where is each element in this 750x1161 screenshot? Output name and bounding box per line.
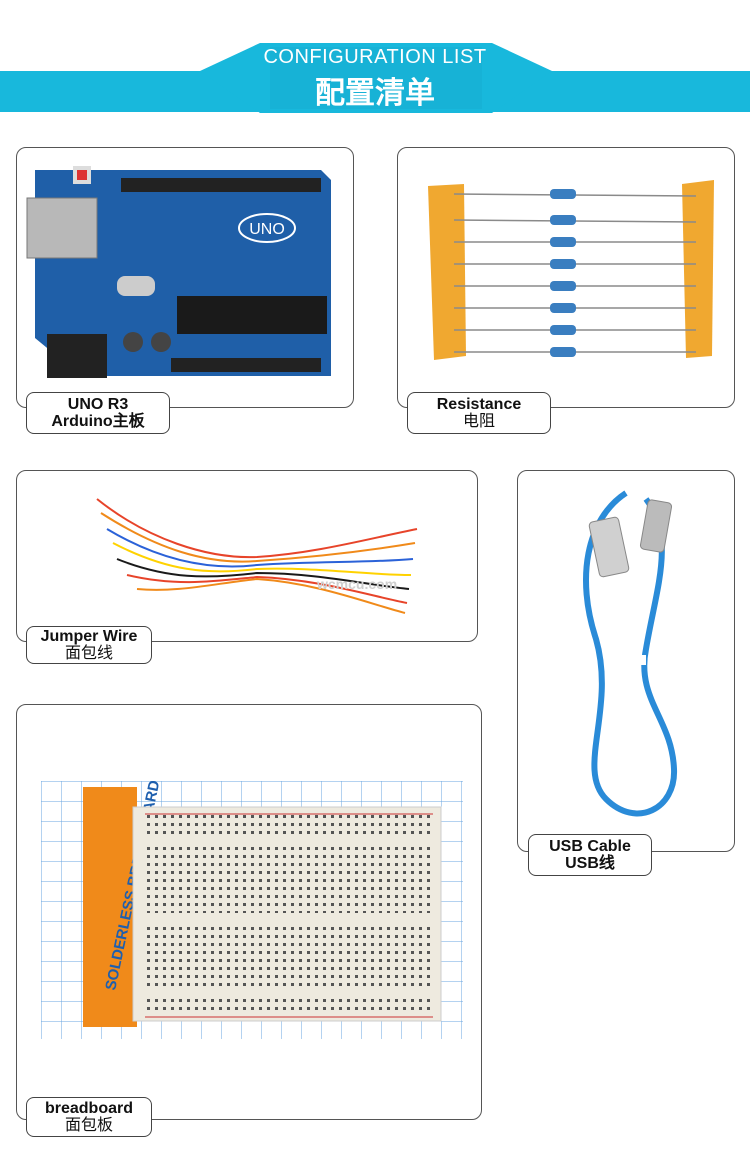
label-resistance: Resistance 电阻 bbox=[407, 392, 551, 434]
usb-cable-photo bbox=[556, 479, 702, 835]
watermark-text: wcmcu.com bbox=[316, 576, 397, 592]
label-usb-en: USB Cable bbox=[549, 838, 631, 855]
card-usb bbox=[517, 470, 735, 852]
label-jumper-en: Jumper Wire bbox=[40, 628, 138, 645]
label-usb: USB Cable USB线 bbox=[528, 834, 652, 876]
label-uno: UNO R3 Arduino主板 bbox=[26, 392, 170, 434]
card-uno: UNO bbox=[16, 147, 354, 408]
card-resistance bbox=[397, 147, 735, 408]
jumper-wire-photo: wcmcu.com bbox=[96, 498, 418, 614]
label-breadboard-cn: 面包板 bbox=[64, 1117, 113, 1134]
label-jumper-cn: 面包线 bbox=[64, 645, 113, 662]
label-uno-cn: Arduino主板 bbox=[51, 413, 145, 430]
board-logo-text: UNO bbox=[249, 221, 285, 238]
label-resistance-cn: 电阻 bbox=[462, 413, 495, 430]
label-breadboard: breadboard 面包板 bbox=[26, 1097, 152, 1137]
header-title-cn: 配置清单 bbox=[315, 77, 435, 110]
header-tab-shape bbox=[200, 43, 552, 113]
arduino-board-photo: UNO bbox=[21, 158, 349, 386]
label-usb-cn: USB线 bbox=[565, 855, 615, 872]
label-resistance-en: Resistance bbox=[436, 396, 522, 413]
card-jumper: wcmcu.com bbox=[16, 470, 478, 642]
label-uno-en: UNO R3 bbox=[67, 396, 129, 413]
breadboard-photo: SOLDERLESS BREADBOARD bbox=[41, 781, 463, 1039]
card-breadboard: SOLDERLESS BREADBOARD bbox=[16, 704, 482, 1120]
header-title-en: CONFIGURATION LIST bbox=[263, 46, 487, 68]
label-breadboard-en: breadboard bbox=[44, 1100, 133, 1117]
label-jumper: Jumper Wire 面包线 bbox=[26, 626, 152, 664]
resistor-strip-photo bbox=[428, 180, 714, 360]
